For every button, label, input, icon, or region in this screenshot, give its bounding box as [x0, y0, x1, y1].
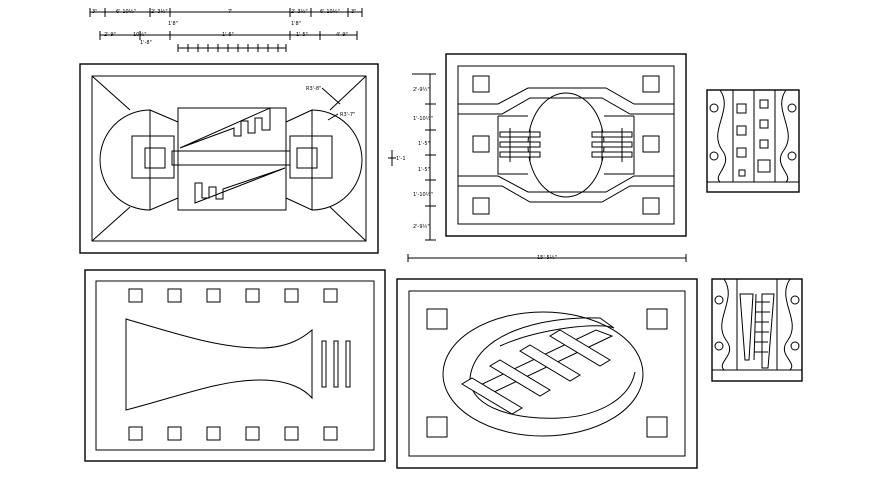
dim-row2-1: 2'-9" [104, 32, 116, 38]
side-marker-label: 1'-1 [396, 156, 406, 162]
dim-top-5: 2'-3½" [291, 8, 308, 15]
dim-row2-2: 10½" [133, 31, 147, 38]
panel-bottom-left [84, 269, 386, 462]
dim-top-2: 6'-10½" [116, 8, 136, 15]
dim-row2-5: 4'-9" [336, 32, 348, 38]
vdim-4: 1'-5" [418, 167, 430, 173]
dim-row2-mid: 1'-8" [140, 40, 152, 46]
panel-top-right [706, 89, 800, 193]
horizontal-dimension-string: 15'-5½" [407, 254, 687, 262]
dim-top-7: 3" [351, 9, 356, 15]
dim-top-4: 7' [228, 9, 233, 15]
dim-ticks-row3 [177, 44, 287, 52]
dim-top-6: 6'-10½" [320, 8, 340, 15]
radius-label-top: R3'-8" [306, 86, 321, 92]
top-dimension-strings: 3" 6'-10½" 2'-3½" 7' 2'-3½" 6'-10½" 3" 1… [89, 8, 363, 52]
dim-row2-3: 1'-6" [222, 32, 234, 38]
dim-top-mid-left: 1'8" [168, 21, 178, 27]
dim-top-mid-right: 1'8" [291, 21, 301, 27]
panel-top-middle [445, 53, 687, 237]
vdim-1: 2'-9½" [413, 86, 430, 93]
vertical-dimension-string: 2'-9½" 1'-10½" 1'-5" 1'-5" 1'-10½" 2'-9½… [412, 73, 436, 241]
vdim-3: 1'-5" [418, 141, 430, 147]
dim-top-1: 3" [92, 9, 97, 15]
dim-row2-4: 1'-5" [296, 32, 308, 38]
panel-bottom-right [711, 278, 803, 382]
panel-top-left: R3'-8" R3'-7" [79, 63, 379, 254]
side-marker: 1'-1 [388, 150, 406, 166]
vdim-5: 1'-10½" [413, 191, 433, 198]
hdim-overall: 15'-5½" [537, 254, 557, 261]
radius-label-mid: R3'-7" [340, 112, 355, 118]
panel-bottom-middle [396, 278, 698, 469]
dim-top-3: 2'-3½" [151, 8, 168, 15]
vdim-2: 1'-10½" [413, 115, 433, 122]
vdim-6: 2'-9½" [413, 223, 430, 230]
